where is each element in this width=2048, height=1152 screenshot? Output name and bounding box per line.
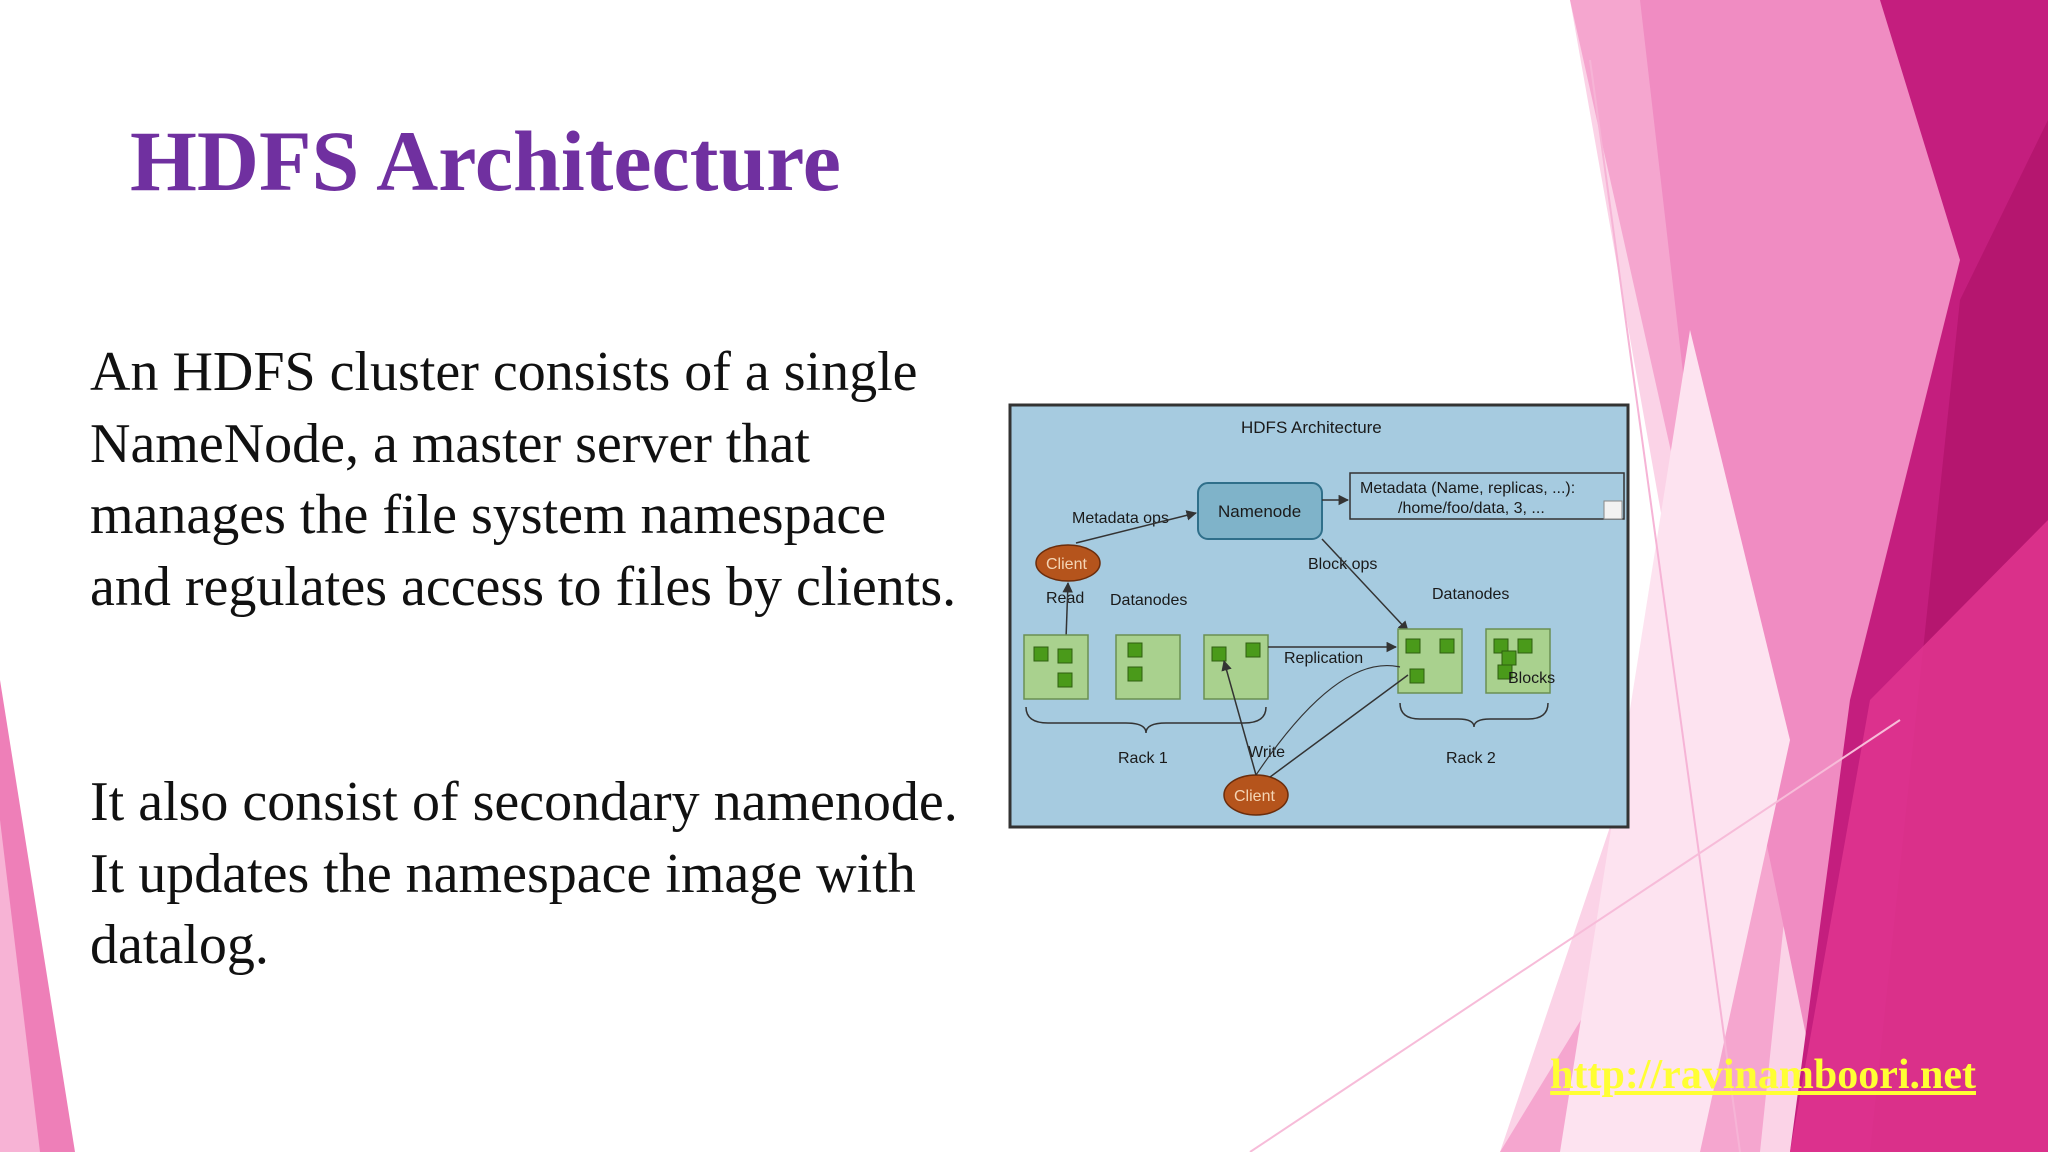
blocks-label: Blocks	[1508, 670, 1555, 687]
datanode-rack1-a	[1023, 634, 1089, 700]
block	[1439, 638, 1455, 654]
namenode-box	[1197, 482, 1323, 540]
body-paragraph-1: An HDFS cluster consists of a single Nam…	[90, 341, 957, 618]
metadata-line-1: Metadata (Name, replicas, ...):	[1360, 480, 1575, 497]
client-bottom-label: Client	[1234, 788, 1275, 805]
diagram-title: HDFS Architecture	[1241, 418, 1382, 437]
block	[1517, 638, 1533, 654]
metadata-ops-label: Metadata ops	[1072, 510, 1169, 527]
slide-title: HDFS Architecture	[130, 113, 841, 209]
replication-curve	[1255, 665, 1401, 776]
block	[1127, 666, 1143, 682]
namenode-label: Namenode	[1218, 502, 1301, 521]
write-arrow-rack1	[1221, 659, 1257, 776]
client-to-namenode-arrow	[1075, 510, 1198, 544]
metadata-line-2: /home/foo/data, 3, ...	[1398, 500, 1545, 517]
datanode-rack1-b	[1115, 634, 1181, 700]
block	[1245, 642, 1261, 658]
block	[1497, 664, 1513, 680]
write-arrow-rack2	[1269, 674, 1409, 778]
replication-label: Replication	[1284, 650, 1363, 667]
namenode-to-datanodes-arrow	[1321, 538, 1409, 632]
bg-facet-bright	[1790, 520, 2048, 1152]
metadata-box	[1349, 472, 1625, 520]
read-label: Read	[1046, 590, 1084, 607]
block-ops-label: Block ops	[1308, 556, 1377, 573]
body-paragraph-2: It also consist of secondary namenode. I…	[90, 771, 958, 976]
write-label: Write	[1248, 744, 1285, 761]
block	[1493, 638, 1509, 654]
block	[1405, 638, 1421, 654]
rack1-label: Rack 1	[1118, 750, 1168, 767]
bg-facet-left-light	[0, 820, 40, 1152]
rack1-brace	[1025, 706, 1267, 734]
bg-thin-line	[1589, 59, 1741, 1152]
client-top-label: Client	[1046, 556, 1087, 573]
block	[1057, 672, 1073, 688]
rack2-brace	[1399, 702, 1549, 728]
datanodes-left-label: Datanodes	[1110, 592, 1187, 609]
metadata-corner-icon	[1603, 500, 1623, 520]
bg-facet-pale	[1560, 330, 1790, 1152]
hdfs-architecture-diagram: HDFS Architecture Namenode Metadata (Nam…	[1008, 403, 1630, 829]
website-link[interactable]: http://ravinamboori.net	[1550, 1052, 1976, 1098]
block	[1501, 650, 1517, 666]
bg-thin-line-2	[1249, 719, 1901, 1152]
block	[1409, 668, 1425, 684]
block	[1033, 646, 1049, 662]
block	[1211, 646, 1227, 662]
rack2-label: Rack 2	[1446, 750, 1496, 767]
client-top-node	[1035, 544, 1101, 582]
read-arrow	[1062, 581, 1073, 640]
block	[1057, 648, 1073, 664]
diagram-frame	[1008, 403, 1630, 829]
block	[1127, 642, 1143, 658]
datanodes-right-label: Datanodes	[1432, 586, 1509, 603]
